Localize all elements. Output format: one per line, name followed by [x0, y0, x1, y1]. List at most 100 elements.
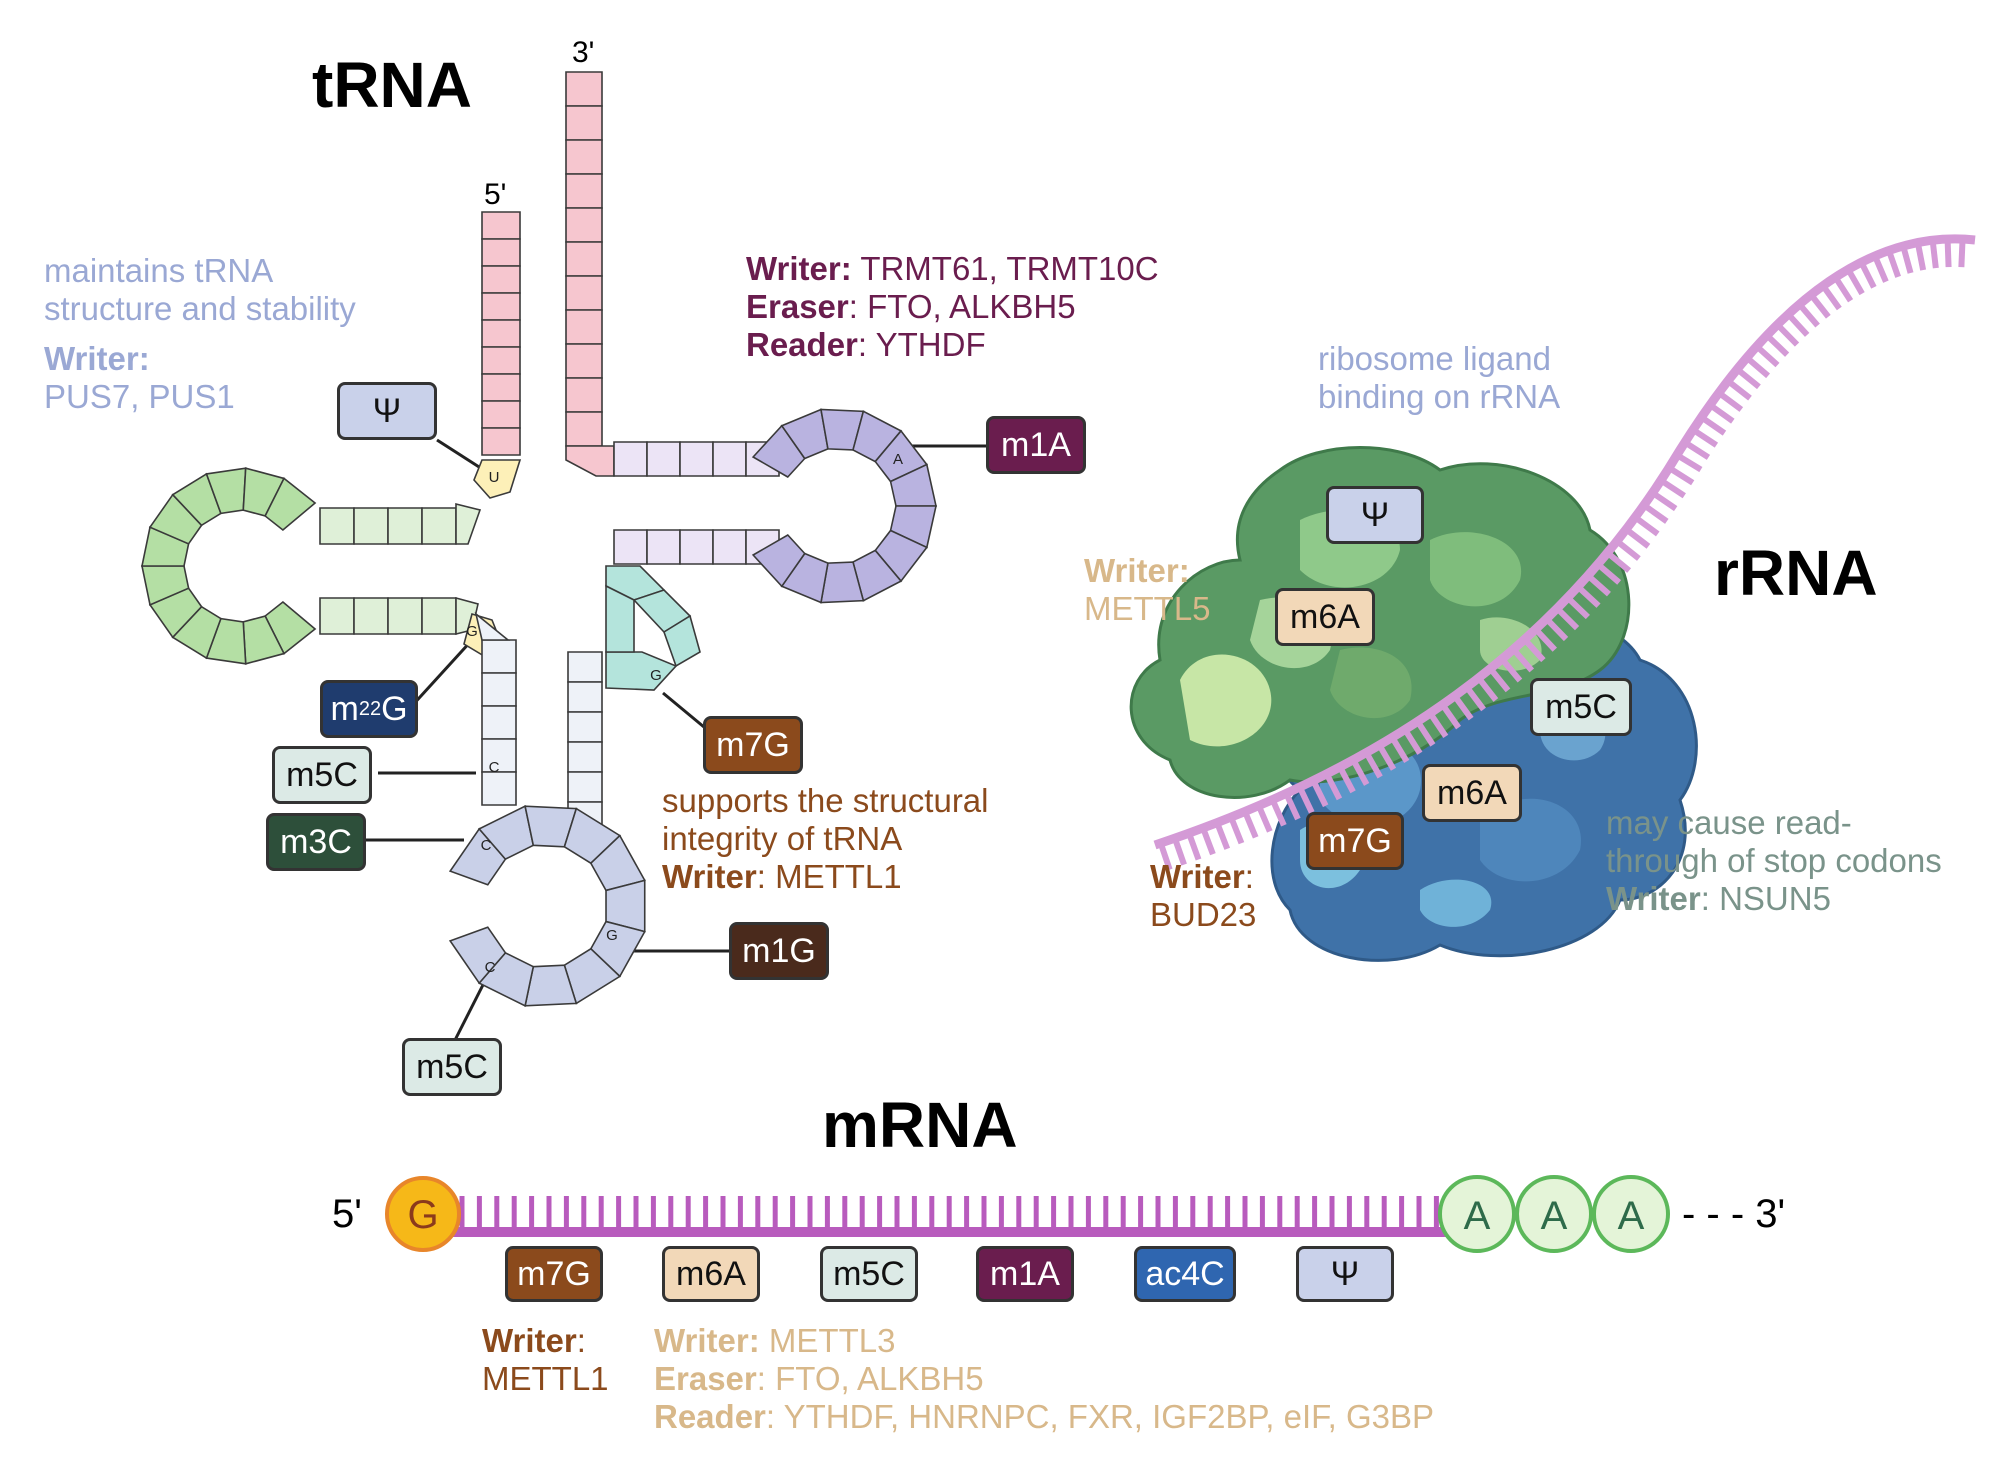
trna-title: tRNA — [312, 49, 472, 121]
nt-c-stem: C — [489, 759, 500, 776]
rrna-base-tick — [1744, 355, 1771, 379]
mettl1-writer-value: METTL1 — [482, 1360, 609, 1397]
rrna-base-tick — [1633, 514, 1660, 537]
nt-g-dstem: G — [466, 623, 478, 640]
anticodon-stem-right-cell — [567, 681, 603, 713]
rrna-m6a-mark-large: m6A — [1275, 588, 1375, 646]
tstem-lower-cell — [646, 529, 681, 565]
rrna-base-tick — [1200, 826, 1216, 856]
acceptor-elbow-cell — [565, 445, 615, 477]
rrna-base-tick — [1511, 647, 1535, 673]
acceptor-stem-5-cell — [481, 292, 521, 321]
dstem-joint-upper — [455, 502, 482, 545]
acceptor-stem-3-cell — [565, 139, 603, 175]
mettl1-note: Writer: METTL1 — [482, 1322, 609, 1398]
rrna-base-tick — [1754, 344, 1780, 368]
m1a-eraser-label: Eraser — [746, 288, 849, 325]
bud23-writer-label: Writer — [1150, 858, 1245, 895]
rrna-base-tick — [1775, 322, 1800, 347]
rrna-base-tick — [1310, 779, 1329, 808]
nt-g-variable: G — [650, 667, 662, 684]
m1a-reader-label: Reader — [746, 326, 858, 363]
anticodon-stem-left-cell — [481, 705, 517, 740]
rrna-base-tick — [1350, 758, 1370, 786]
rrna-base-tick — [1172, 837, 1187, 866]
tstem-upper-cell — [712, 441, 747, 477]
rrna-psi-mark: Ψ — [1326, 486, 1424, 544]
junction-u-cell — [473, 459, 522, 499]
anticodon-stem-left-cell — [481, 639, 517, 674]
rrna-base-tick — [1440, 702, 1462, 730]
anticodon-stem-left-cell — [481, 672, 517, 707]
rrna-base-tick — [1324, 772, 1343, 801]
acceptor-stem-5-cell — [481, 400, 521, 429]
rrna-base-tick — [1389, 735, 1410, 763]
mettl1-writer-label: Writer — [482, 1322, 577, 1359]
ligand-note-line1: ribosome ligand — [1318, 340, 1551, 377]
m7g-note-line1: supports the structural — [662, 782, 989, 819]
anticodon-loop-cell — [448, 926, 507, 985]
anticodon-stem-right-cell — [567, 651, 603, 683]
mettl5-note: Writer: METTL5 — [1084, 552, 1211, 628]
rrna-base-tick — [1944, 238, 1952, 268]
acceptor-stem-5-cell — [481, 427, 521, 456]
rrna-base-tick — [1886, 249, 1901, 278]
trna-m5c-mark-anticodon: m5C — [402, 1038, 502, 1096]
acceptor-stem-3-cell — [565, 275, 603, 311]
mettl3-writer-value: METTL3 — [759, 1322, 896, 1359]
mrna-strand — [440, 1196, 1450, 1237]
tloop-cell — [751, 533, 806, 588]
acceptor-stem-3-cell — [565, 105, 603, 141]
bud23-writer-colon: : — [1244, 858, 1254, 895]
acceptor-stem-3-cell — [565, 309, 603, 345]
rrna-base-tick — [1499, 657, 1523, 683]
mrna-cap: G — [385, 1176, 461, 1252]
rrna-base-tick — [1872, 254, 1889, 283]
tstem-lower-cell — [679, 529, 714, 565]
m1a-enzyme-note: Writer: TRMT61, TRMT10C Eraser: FTO, ALK… — [746, 250, 1159, 364]
trna-nucleotide-labels: U G A G C C C G — [466, 451, 903, 976]
rrna-base-tick — [1958, 238, 1966, 268]
trna-m5c-mark-stem: m5C — [272, 746, 372, 804]
acceptor-stem-5-cell — [481, 346, 521, 375]
psi-writer-label: Writer: — [44, 340, 150, 377]
rrna-base-tick — [1415, 719, 1436, 747]
trna-structure — [141, 71, 937, 1008]
rrna-base-tick — [1797, 302, 1820, 328]
rrna-base-tick — [1726, 378, 1752, 401]
rrna-base-tick — [1650, 490, 1678, 512]
rrna-base-tick — [1832, 275, 1854, 303]
rrna-base-tick — [1735, 366, 1761, 390]
rrna-base-tick — [1929, 239, 1939, 269]
rrna-base-tick — [1699, 414, 1727, 436]
anticodon-stem-right-cell — [567, 711, 603, 743]
mrna-m7g-mark: m7G — [505, 1246, 603, 1302]
mettl3-reader-value: : YTHDF, HNRNPC, FXR, IGF2BP, eIF, G3BP — [765, 1398, 1434, 1435]
mrna-ac4c-mark: ac4C — [1134, 1246, 1236, 1302]
psi-note-line1: maintains tRNA — [44, 252, 274, 289]
nt-u: U — [489, 469, 500, 486]
rrna-base-tick — [1624, 526, 1651, 549]
rrna-base-tick — [1764, 333, 1790, 357]
tstem-upper-cell — [646, 441, 681, 477]
mettl3-note: Writer: METTL3 Eraser: FTO, ALKBH5 Reade… — [654, 1322, 1434, 1436]
ligand-binding-note: ribosome ligand binding on rRNA — [1318, 340, 1560, 416]
tstem-lower-cell — [712, 529, 747, 565]
mettl1-writer-colon: : — [576, 1322, 586, 1359]
nsun5-writer-label: Writer — [1606, 880, 1701, 917]
mettl3-writer-label: Writer: — [654, 1322, 760, 1359]
rrna-base-tick — [1452, 694, 1474, 721]
mrna-m1a-mark: m1A — [976, 1246, 1074, 1302]
m1a-writer-label: Writer: — [746, 250, 852, 287]
ribosome-large-subunit — [1129, 446, 1631, 799]
acceptor-stem-3-cell — [565, 173, 603, 209]
m1a-reader-value: : YTHDF — [857, 326, 986, 363]
rrna-base-tick — [1544, 616, 1569, 642]
mettl3-eraser-label: Eraser — [654, 1360, 757, 1397]
rrna-base-tick — [1605, 550, 1632, 573]
rrna-base-tick — [1642, 502, 1669, 524]
acceptor-stem-3-cell — [565, 377, 603, 413]
rrna-base-tick — [1914, 241, 1927, 271]
tstem-upper-cell — [613, 441, 648, 477]
rrna-base-tick — [1214, 821, 1231, 850]
